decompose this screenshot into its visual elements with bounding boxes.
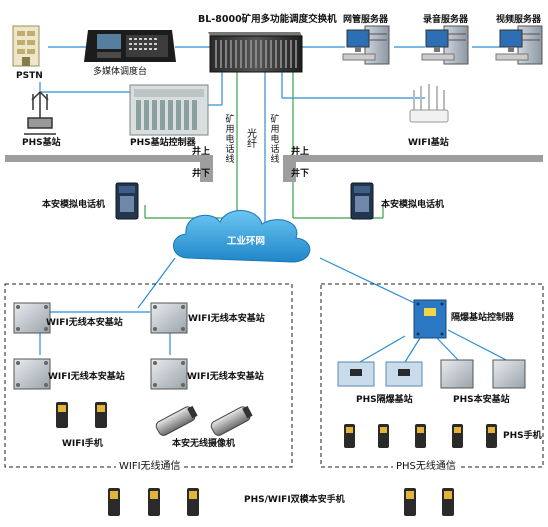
intrinsic-phone-left-label: 本安模拟电话机 [42,200,106,210]
wifi-base-station-2-icon [150,302,188,334]
mine-phone-line-left-label: 矿用电话线 [225,115,235,165]
console-label: 多媒体调度台 [93,67,148,77]
mine-phone-line-right-label: 矿用电话线 [270,115,280,165]
wifi-base-station-1-label: WIFI无线本安基站 [46,318,123,328]
network-mgmt-server-label: 网管服务器 [343,15,389,25]
phs-station-label: PHS基站 [22,138,61,148]
wifi-station-label: WIFI基站 [408,138,449,148]
fiber-label: 光纤 [247,129,257,150]
wifi-base-station-4-label: WIFI无线本安基站 [187,372,264,382]
wifi-station-icon [409,84,449,123]
video-server-label: 视频服务器 [496,15,542,25]
connection-lines [39,46,511,363]
ring-network-label: 工业环网 [227,236,266,247]
wifi-phone-icon [56,402,107,428]
surface-below-left: 井下 [192,169,211,179]
surface-above-left: 井上 [192,147,211,157]
phs-controller-label: PHS基站控制器 [130,138,196,148]
phs-controller-icon [129,84,209,136]
surface-above-right: 井上 [291,147,310,157]
wifi-section-frame [4,283,293,468]
intrinsic-phone-right-label: 本安模拟电话机 [381,200,445,210]
wireless-camera-label: 本安无线摄像机 [172,439,236,449]
wireless-camera-icon [155,405,253,436]
recording-server-icon [421,25,469,65]
surface-below-right: 井下 [291,169,310,179]
switch-cabinet-icon [208,32,303,73]
phs-section-label: PHS无线通信 [393,461,459,473]
wifi-section-label: WIFI无线通信 [116,461,184,473]
phs-explosion-station-label: PHS隔爆基站 [356,395,413,405]
wifi-base-station-3-label: WIFI无线本安基站 [48,372,125,382]
explosion-controller-label: 隔爆基站控制器 [451,313,515,323]
phs-intrinsic-station-label: PHS本安基站 [453,395,510,405]
pstn-icon [12,25,40,67]
phs-explosion-station-icon [337,361,423,387]
wifi-base-station-3-icon [13,358,51,390]
ground-divider [5,155,543,182]
recording-server-label: 录音服务器 [423,15,469,25]
phone-lines [144,72,384,219]
wifi-base-station-4-icon [150,358,188,390]
explosion-controller-icon [413,299,447,339]
pstn-label: PSTN [16,71,43,81]
phs-intrinsic-station-icon [440,359,526,389]
ring-network-cloud-icon [173,210,311,263]
dual-mode-phone-label: PHS/WIFI双模本安手机 [244,495,345,505]
dual-mode-phone-icon [108,488,454,516]
console-icon [84,30,176,62]
phs-station-icon [24,91,56,135]
phs-phone-icon [344,424,497,448]
network-mgmt-server-icon [342,25,390,65]
wifi-base-station-1-icon [13,302,51,334]
wifi-base-station-2-label: WIFI无线本安基站 [188,314,265,324]
video-server-icon [495,25,543,65]
phs-phone-label: PHS手机 [503,431,542,441]
switch-label: BL-8000矿用多功能调度交换机 [198,14,337,25]
intrinsic-phone-right-icon [350,182,374,220]
intrinsic-phone-left-icon [115,182,139,220]
wifi-phone-label: WIFI手机 [62,439,103,449]
